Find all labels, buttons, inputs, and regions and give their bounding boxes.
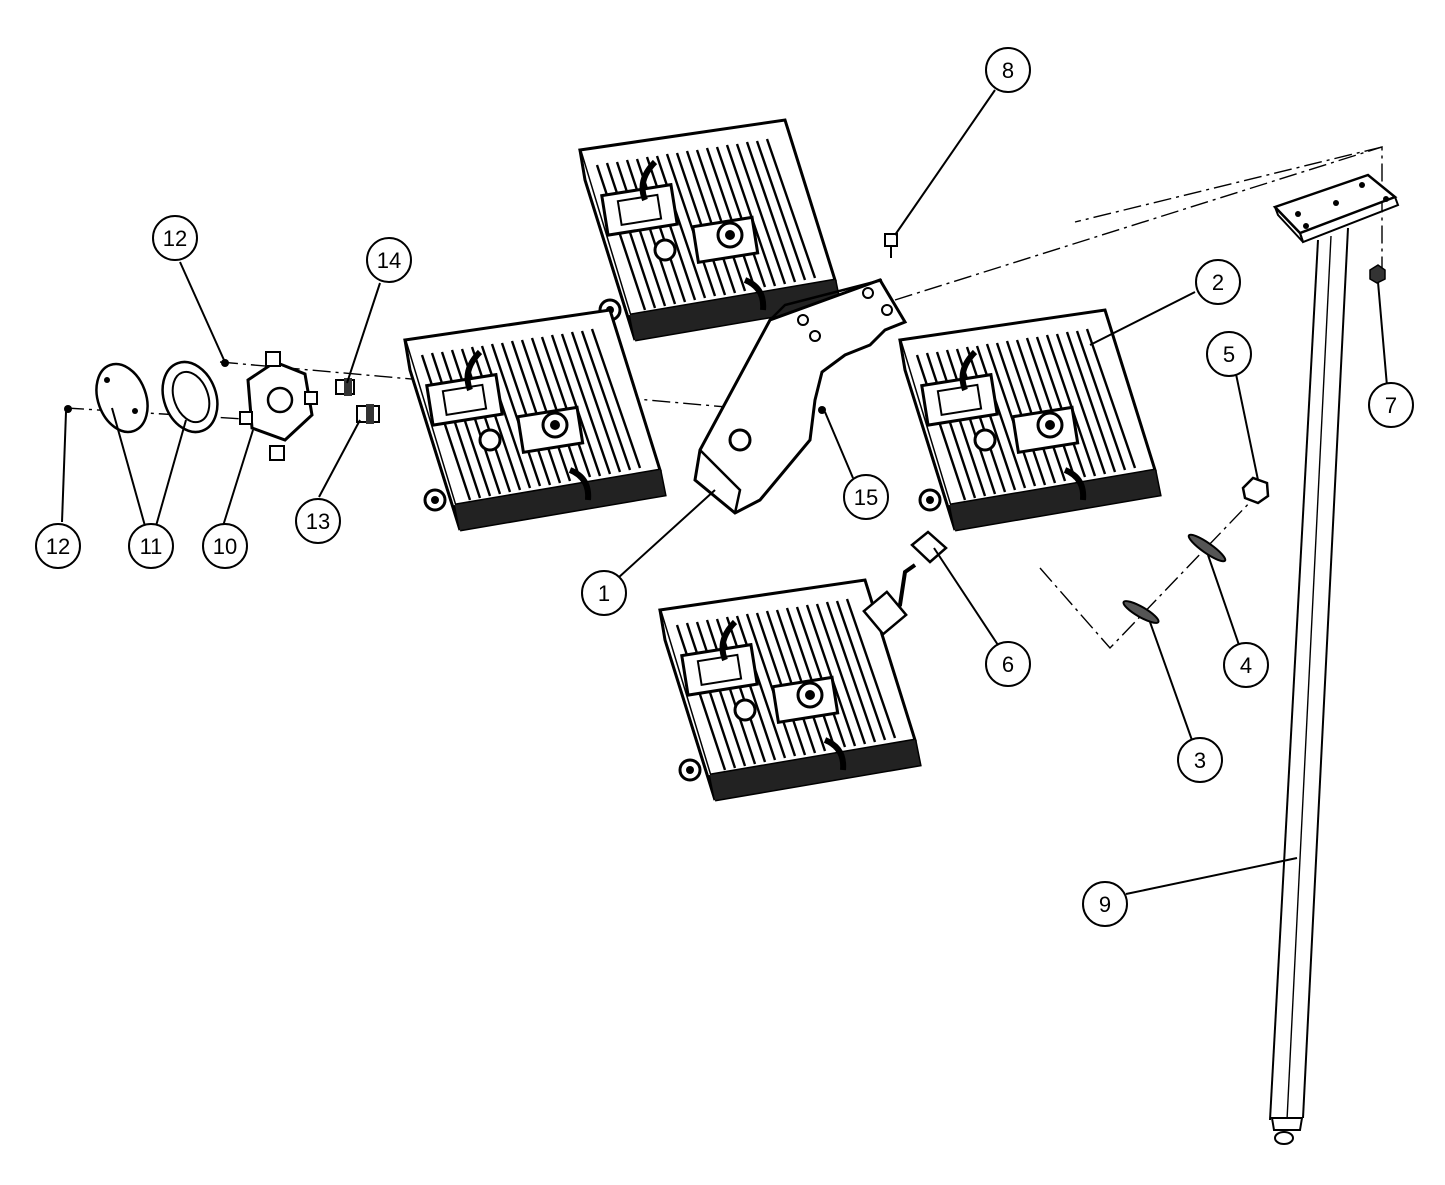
screw-part-15 xyxy=(818,406,826,414)
callout-10: 10 xyxy=(202,523,248,569)
svg-text:2: 2 xyxy=(1212,270,1224,295)
floodlight-top xyxy=(580,120,840,340)
svg-text:4: 4 xyxy=(1240,653,1252,678)
callout-13: 13 xyxy=(295,498,341,544)
callout-2: 2 xyxy=(1195,259,1241,305)
cable-gland-part-14 xyxy=(335,378,355,396)
cable-gland-part-13 xyxy=(356,404,380,424)
screw-part-12-lower xyxy=(64,405,72,413)
screw-part-12-upper xyxy=(221,359,229,367)
gasket-part-11 xyxy=(161,360,219,434)
callout-15: 15 xyxy=(843,474,889,520)
floodlight-left xyxy=(405,310,665,530)
svg-text:1: 1 xyxy=(598,581,610,606)
callout-9: 9 xyxy=(1082,881,1128,927)
callout-6: 6 xyxy=(985,641,1031,687)
svg-text:5: 5 xyxy=(1223,342,1235,367)
callout-1: 1 xyxy=(581,570,627,616)
cover-plate-part-11 xyxy=(95,362,149,434)
svg-text:7: 7 xyxy=(1385,393,1397,418)
callout-11: 11 xyxy=(128,523,174,569)
svg-text:10: 10 xyxy=(213,534,237,559)
svg-text:11: 11 xyxy=(140,534,163,559)
floodlight-right xyxy=(900,310,1160,530)
callout-3: 3 xyxy=(1177,737,1223,783)
mounting-bracket xyxy=(693,278,917,636)
callout-12-lower: 12 xyxy=(35,523,81,569)
nut-part xyxy=(1241,476,1270,505)
svg-text:8: 8 xyxy=(1002,58,1014,83)
svg-text:6: 6 xyxy=(1002,652,1014,677)
callout-14: 14 xyxy=(366,237,412,283)
bolt-part-8 xyxy=(884,233,898,258)
svg-text:13: 13 xyxy=(306,509,330,534)
callout-7: 7 xyxy=(1368,382,1414,428)
pole-assembly xyxy=(1269,173,1400,1145)
svg-text:14: 14 xyxy=(377,248,401,273)
washer-part-3 xyxy=(1122,600,1160,624)
leader-lines xyxy=(61,89,1388,895)
svg-text:3: 3 xyxy=(1194,748,1206,773)
callout-5: 5 xyxy=(1206,331,1252,377)
callout-4: 4 xyxy=(1223,642,1269,688)
svg-text:15: 15 xyxy=(854,485,878,510)
junction-box-part-10 xyxy=(239,351,318,461)
svg-text:12: 12 xyxy=(163,226,187,251)
nut-part-7 xyxy=(1369,264,1386,284)
callout-8: 8 xyxy=(985,47,1031,93)
svg-text:9: 9 xyxy=(1099,892,1111,917)
svg-text:12: 12 xyxy=(46,534,70,559)
washer-part-4 xyxy=(1187,533,1227,563)
callout-12-upper: 12 xyxy=(152,215,198,261)
